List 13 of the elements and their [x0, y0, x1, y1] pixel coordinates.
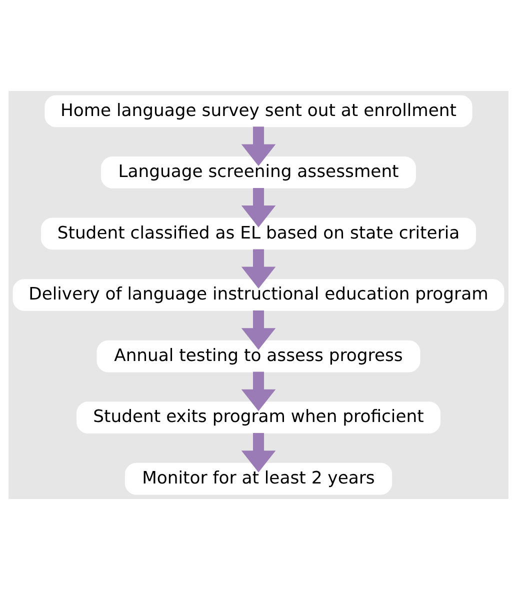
arrow	[241, 187, 276, 227]
arrow	[241, 432, 276, 472]
arrow	[241, 371, 276, 411]
arrow	[241, 126, 276, 166]
node-box: Monitor for at least 2 years	[124, 462, 392, 494]
node-box: Student classified as EL based on state criteria	[41, 217, 476, 250]
node-box: Home language survey sent out at enrollment	[44, 94, 472, 127]
node-box: Annual testing to assess progress	[96, 340, 420, 372]
node-box: Language screening assessment	[101, 156, 416, 188]
arrow	[241, 248, 276, 288]
node-box: Student exits program when proficient	[76, 401, 440, 433]
arrow	[241, 310, 276, 350]
node-box: Delivery of language instructional education program	[12, 278, 504, 310]
